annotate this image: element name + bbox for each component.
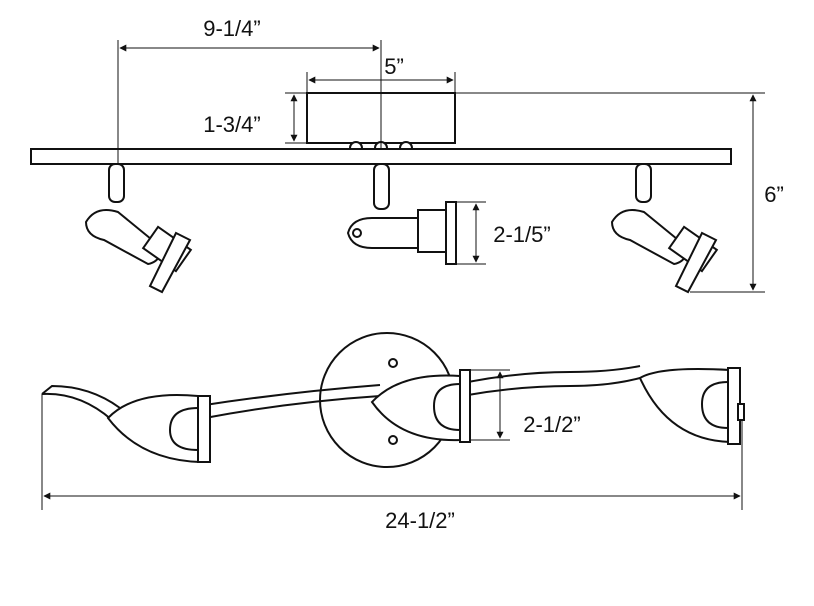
dim-head-height-side: 2-1/5” <box>493 222 550 247</box>
side-lamp-center <box>346 163 457 265</box>
dim-total-length: 24-1/2” <box>385 508 455 533</box>
dim-head-height-top: 2-1/2” <box>523 412 580 437</box>
dim-total-height: 6” <box>764 182 784 207</box>
top-lamp-center <box>370 369 471 443</box>
dim-offset-width: 9-1/4” <box>203 16 260 41</box>
top-view: 2-1/2” 24-1/2” <box>41 332 745 533</box>
top-lamp-left <box>106 393 211 464</box>
side-lamp-left <box>84 163 193 294</box>
track-bar <box>30 148 732 165</box>
dim-canopy-width: 5” <box>384 54 404 79</box>
top-lamp-right <box>638 367 745 445</box>
side-view: 9-1/4” 5” 1-3/4” 6” 2-1/5” <box>30 16 784 294</box>
side-lamp-right <box>610 163 719 294</box>
dim-canopy-height: 1-3/4” <box>203 112 260 137</box>
curved-track <box>41 384 121 421</box>
